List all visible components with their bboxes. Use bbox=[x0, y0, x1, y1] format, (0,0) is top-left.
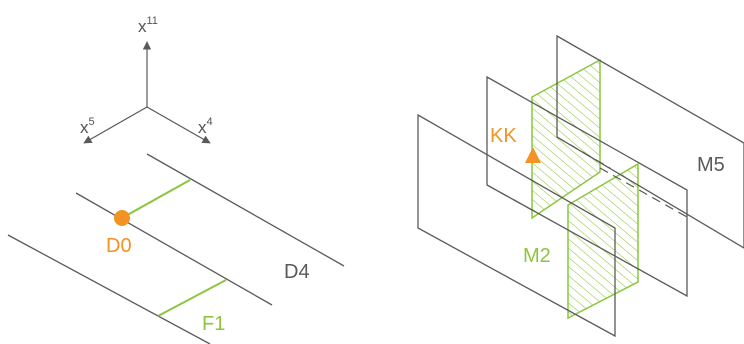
d0-label: D0 bbox=[106, 235, 132, 257]
d0-point bbox=[114, 210, 130, 226]
d4-label: D4 bbox=[284, 261, 310, 283]
right-diagram: KK M5 M2 bbox=[417, 34, 744, 338]
axis-x11-label: x11 bbox=[138, 15, 158, 36]
axis-x4-label: x4 bbox=[198, 116, 213, 137]
kk-triangle-marker bbox=[525, 147, 541, 163]
m5-label: M5 bbox=[697, 154, 725, 176]
string-d0-connector bbox=[121, 179, 191, 219]
brane-line-top bbox=[146, 153, 345, 267]
f1-label: F1 bbox=[202, 313, 225, 335]
m2-membrane-upper bbox=[531, 58, 601, 220]
string-f1 bbox=[157, 279, 227, 317]
m2-label: M2 bbox=[523, 245, 551, 267]
hidden-edge-left bbox=[486, 184, 533, 211]
brane-line-bottom bbox=[7, 234, 211, 344]
hidden-edge-back bbox=[556, 136, 611, 169]
axis-x5-label: x5 bbox=[80, 116, 95, 137]
brane-plane-front bbox=[417, 113, 616, 338]
m5-plane-back bbox=[556, 34, 744, 249]
brane-plane-middle bbox=[486, 75, 688, 298]
brane-line-middle bbox=[75, 192, 273, 306]
axis-x5-line bbox=[83, 106, 148, 144]
kk-label: KK bbox=[490, 125, 517, 147]
axis-x4-line bbox=[146, 106, 211, 144]
left-diagram: D0 D4 F1 bbox=[7, 153, 345, 344]
m2-membrane-lower bbox=[567, 162, 639, 320]
hidden-edge-right bbox=[599, 167, 688, 218]
coordinate-axes: x11 x5 x4 bbox=[80, 15, 213, 144]
